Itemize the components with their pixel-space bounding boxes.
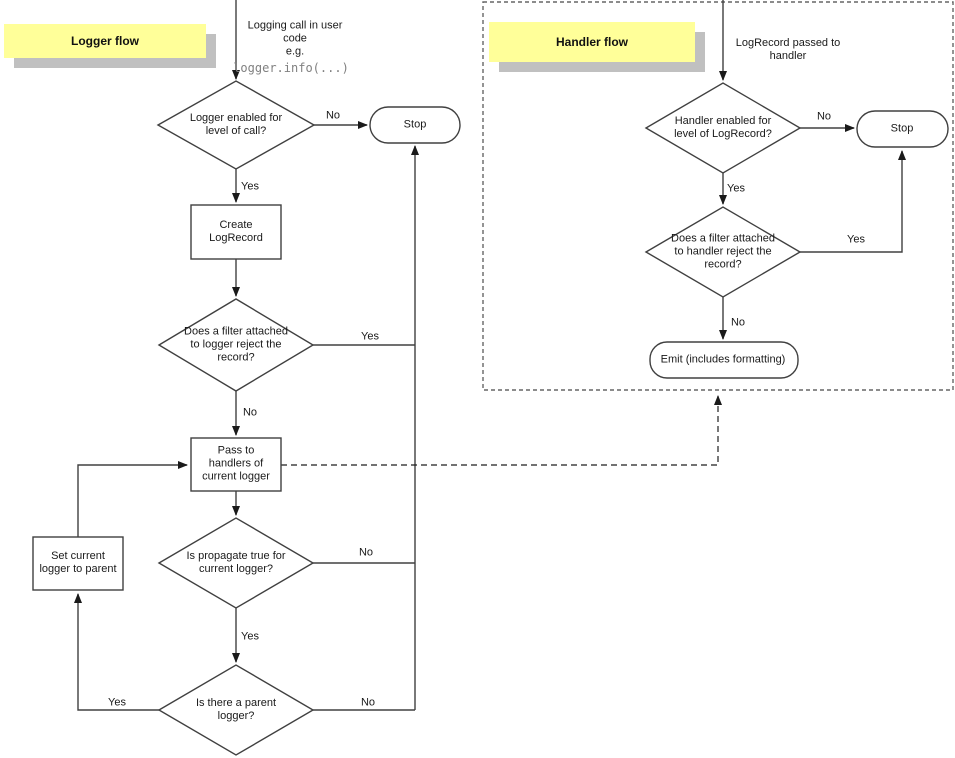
logger-level-check-diamond <box>156 80 316 170</box>
handler-flow-title: Handler flow <box>489 22 695 62</box>
handler-stop-node <box>856 110 949 148</box>
pass-to-handlers-box <box>190 437 282 492</box>
edge-parent-yes-to-set-current <box>74 593 159 711</box>
propagate-check-diamond <box>157 517 315 609</box>
handler-flow-frame <box>482 1 954 391</box>
edge-handler-filter-yes-to-stop <box>800 150 906 253</box>
edge-pass-to-handler-flow-dashed <box>281 395 722 466</box>
logger-flow-title: Logger flow <box>4 24 206 58</box>
edge-set-current-to-pass <box>77 461 188 537</box>
set-current-logger-box <box>32 536 124 591</box>
handler-filter-check-diamond <box>644 206 802 298</box>
logger-stop-node <box>369 106 461 144</box>
logger-filter-check-diamond <box>157 298 315 392</box>
parent-check-diamond <box>157 664 315 756</box>
emit-node <box>649 341 799 379</box>
handler-level-check-diamond <box>644 82 802 174</box>
create-logrecord-box <box>190 204 282 260</box>
